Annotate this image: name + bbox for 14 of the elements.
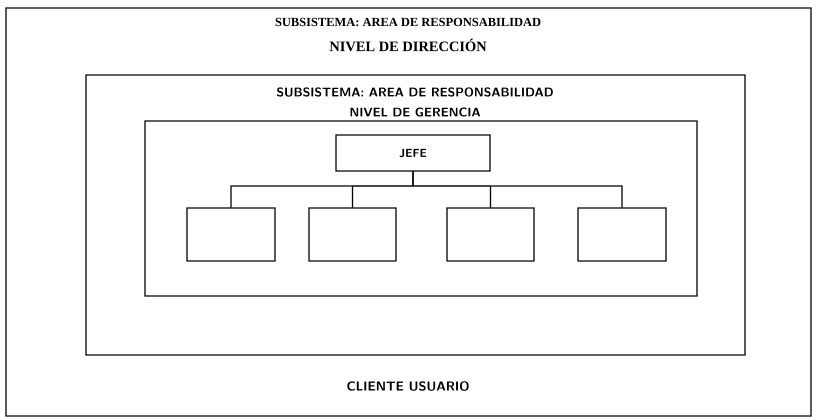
heading: NIVEL DE DIRECCIÓN <box>330 38 486 52</box>
connector <box>412 172 623 208</box>
empty-box <box>144 120 698 297</box>
heading: NIVEL DE GERENCIA <box>350 108 480 116</box>
heading: CLIENTE USUARIO <box>347 381 469 391</box>
empty-box <box>446 207 535 262</box>
role-box: JEFE <box>335 134 491 172</box>
empty-box <box>308 207 397 262</box>
subsystem-frame <box>85 74 746 356</box>
empty-box <box>577 207 667 262</box>
heading: SUBSISTEMA: AREA DE RESPONSABILIDAD <box>277 87 553 97</box>
subsystem-frame <box>5 7 812 417</box>
empty-box <box>186 207 276 262</box>
heading: SUBSISTEMA: AREA DE RESPONSABILIDAD <box>276 18 540 26</box>
